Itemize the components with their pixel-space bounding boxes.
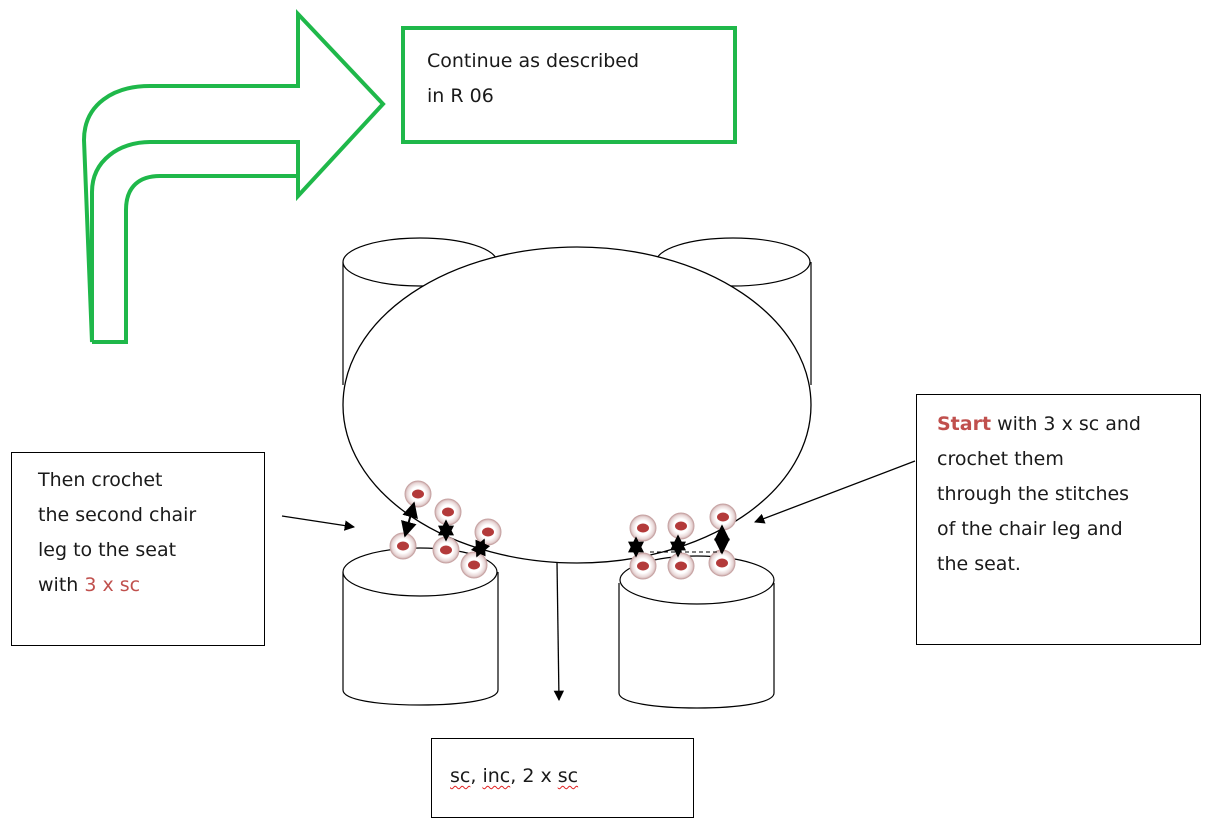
second-leg-instruction-box: Then crochet the second chair leg to the… (11, 452, 265, 646)
left-line-4-highlight: 3 x sc (84, 574, 141, 596)
stitch-marker (434, 498, 462, 526)
left-stitch-group (389, 480, 502, 579)
right-line-5: the seat. (937, 553, 1021, 575)
stitch-sequence-box: sc, inc, 2 x sc (431, 738, 694, 818)
start-highlight: Start (937, 413, 992, 435)
right-line-1-rest: with 3 x sc and (991, 413, 1141, 435)
curved-green-arrow (81, 8, 386, 343)
stitch-marker (709, 503, 737, 531)
left-line-4: with 3 x sc (38, 568, 264, 603)
left-line-3: leg to the seat (38, 539, 177, 561)
pointer-arrow-right (754, 460, 916, 524)
stitch-marker (629, 552, 657, 580)
seq-sep-2: , 2 x (510, 765, 558, 787)
stitch-marker (667, 552, 695, 580)
continue-line-2: in R 06 (427, 85, 494, 107)
front-left-chair-leg (342, 547, 499, 706)
start-instruction-box: Start with 3 x sc and crochet them throu… (916, 394, 1201, 645)
stitch-marker (404, 480, 432, 508)
left-line-2: the second chair (38, 504, 197, 526)
right-line-3: through the stitches (937, 483, 1130, 505)
stitch-marker (460, 551, 488, 579)
continue-line-1: Continue as described (427, 50, 640, 72)
seq-sep-1: , (470, 765, 483, 787)
stitch-marker (708, 549, 736, 577)
pointer-arrow-down (553, 561, 565, 702)
right-line-1: Start with 3 x sc and (937, 407, 1200, 442)
left-line-4-prefix: with (38, 574, 85, 596)
right-line-4: of the chair leg and (937, 518, 1123, 540)
chair-seat (342, 246, 812, 564)
right-stitch-group (628, 503, 737, 580)
stitch-marker (474, 518, 502, 546)
left-line-1: Then crochet (38, 469, 163, 491)
seq-part-1: sc (450, 765, 471, 787)
stitch-marker (432, 536, 460, 564)
seq-part-2: inc (482, 765, 511, 787)
stitch-marker (629, 514, 657, 542)
front-right-chair-leg (618, 555, 775, 709)
stitch-marker (667, 512, 695, 540)
curved-green-arrow-outline (92, 174, 298, 344)
seq-part-3: sc (557, 765, 579, 787)
stitch-marker (389, 532, 417, 560)
right-line-2: crochet them (937, 448, 1064, 470)
pointer-arrow-left (281, 515, 356, 531)
continue-instruction-box: Continue as described in R 06 (401, 26, 737, 144)
